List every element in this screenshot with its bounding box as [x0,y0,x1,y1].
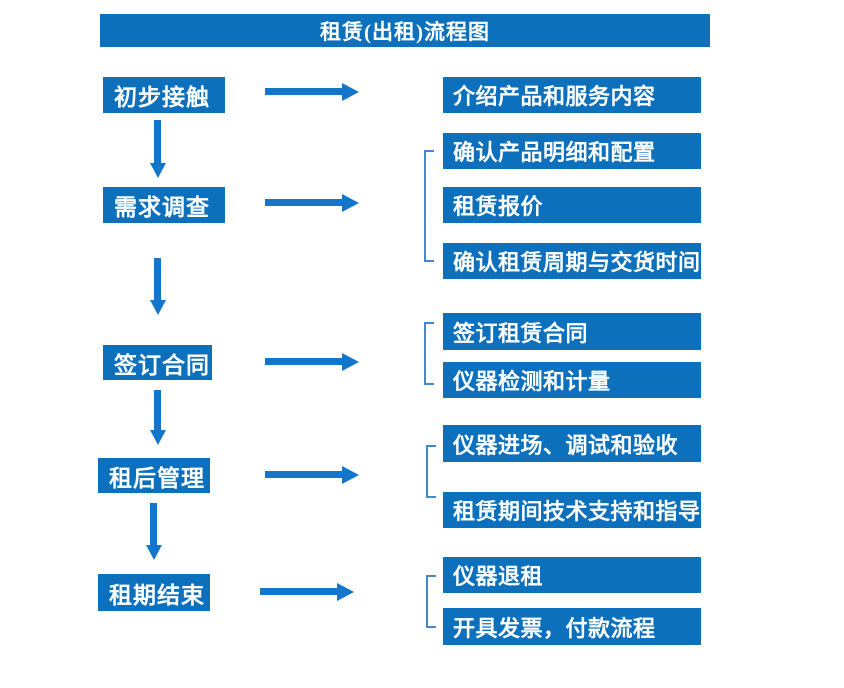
arrow-right-icon [265,88,342,95]
step-box-sign-contract: 签订合同 [103,345,212,380]
detail-label: 租赁期间技术支持和指导 [453,499,701,524]
detail-box-introduce-products-services: 介绍产品和服务内容 [443,77,701,113]
detail-box-instrument-inspection-metering: 仪器检测和计量 [443,362,701,398]
step-box-demand-survey: 需求调查 [103,187,225,223]
step-box-lease-end: 租期结束 [98,574,210,611]
arrow-right-icon [265,471,342,478]
detail-box-instrument-return: 仪器退租 [443,557,701,593]
arrow-right-icon [265,358,342,365]
detail-label: 开具发票，付款流程 [453,615,656,641]
step-label: 初步接触 [114,85,210,110]
detail-label: 介绍产品和服务内容 [453,84,656,109]
detail-box-sign-rental-contract: 签订租赁合同 [443,313,701,350]
detail-box-rental-quotation: 租赁报价 [443,187,701,223]
detail-box-confirm-rental-period-delivery: 确认租赁周期与交货时间 [443,243,701,279]
step-label: 签订合同 [114,352,210,378]
arrow-down-icon [154,120,161,164]
arrow-down-icon [150,503,157,546]
detail-label: 签订租赁合同 [453,320,589,346]
step-label: 需求调查 [114,195,210,220]
step-box-post-rental-management: 租后管理 [98,458,210,493]
arrow-right-icon [265,199,342,206]
title-bar: 租赁(出租)流程图 [100,14,710,47]
detail-label: 仪器进场、调试和验收 [453,432,679,458]
group-bracket [424,150,434,262]
step-box-initial-contact: 初步接触 [103,77,225,113]
arrow-down-icon [154,258,161,301]
group-bracket [426,445,436,498]
group-bracket [424,322,434,385]
step-label: 租后管理 [109,465,205,491]
detail-label: 仪器退租 [453,564,544,589]
detail-box-confirm-product-details: 确认产品明细和配置 [443,133,701,169]
group-bracket [426,575,436,628]
step-label: 租期结束 [109,582,205,608]
arrow-down-icon [154,390,161,431]
detail-box-instrument-entry-debug-acceptance: 仪器进场、调试和验收 [443,425,701,462]
detail-label: 确认产品明细和配置 [453,140,656,165]
detail-box-invoice-payment-process: 开具发票，付款流程 [443,608,701,645]
detail-label: 确认租赁周期与交货时间 [453,250,701,275]
arrow-right-icon [260,588,337,595]
detail-label: 租赁报价 [453,194,544,219]
detail-label: 仪器检测和计量 [453,369,611,394]
detail-box-technical-support-guidance: 租赁期间技术支持和指导 [443,492,701,528]
page-title: 租赁(出租)流程图 [320,19,490,44]
